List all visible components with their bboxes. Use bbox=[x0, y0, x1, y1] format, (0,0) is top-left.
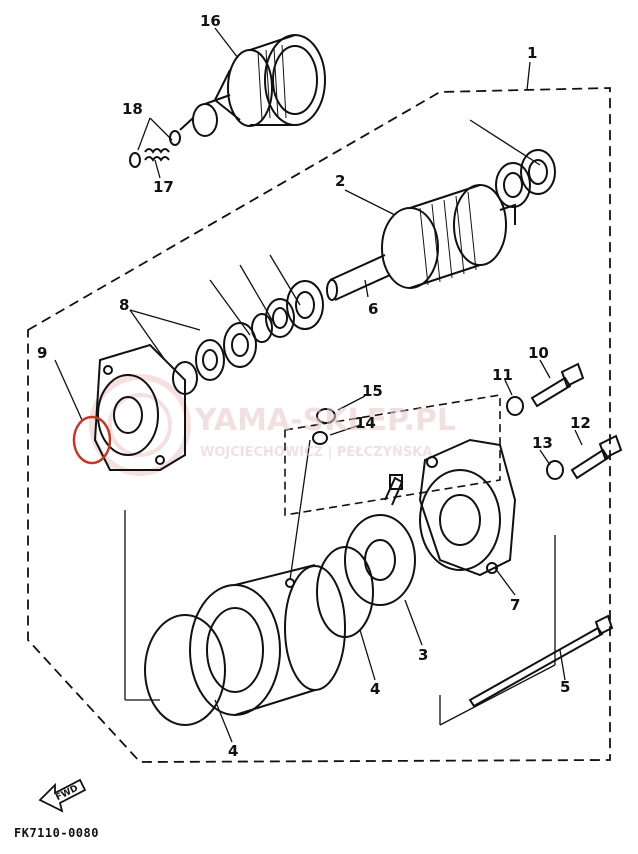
watermark-subtitle: WOJCIECHOWICZ | PEŁCZYŃSKA bbox=[200, 444, 432, 460]
part-number-14: 14 bbox=[355, 414, 376, 432]
fwd-arrow-icon bbox=[38, 778, 87, 813]
watermark-logo bbox=[89, 374, 191, 476]
part-number-16: 16 bbox=[200, 12, 221, 30]
part-number-4b: 4 bbox=[228, 742, 238, 760]
part-number-9: 9 bbox=[37, 344, 47, 362]
part-number-12: 12 bbox=[570, 414, 591, 432]
part-number-13: 13 bbox=[532, 434, 553, 452]
through-bolt bbox=[468, 614, 614, 708]
spring-and-washers bbox=[129, 130, 181, 168]
assembly-outline-dashed bbox=[27, 87, 611, 763]
part-number-1: 1 bbox=[527, 44, 537, 62]
o-ring bbox=[72, 415, 112, 465]
bolt-lower bbox=[570, 434, 623, 480]
part-number-10: 10 bbox=[528, 344, 549, 362]
leader-lines bbox=[54, 27, 583, 743]
watermark-title: YAMA-SKLEP.PL bbox=[194, 403, 456, 438]
part-number-2: 2 bbox=[335, 172, 345, 190]
washer-13 bbox=[546, 460, 564, 480]
part-number-5: 5 bbox=[560, 678, 570, 696]
part-number-15: 15 bbox=[362, 382, 383, 400]
part-number-3: 3 bbox=[418, 646, 428, 664]
part-number-7: 7 bbox=[510, 596, 520, 614]
part-number-11: 11 bbox=[492, 366, 513, 384]
front-cover bbox=[93, 343, 186, 471]
gasket-rear bbox=[316, 546, 374, 638]
armature bbox=[326, 184, 516, 301]
rear-cover bbox=[418, 438, 517, 577]
washer-11 bbox=[506, 396, 524, 416]
gasket-front bbox=[144, 614, 226, 726]
yoke bbox=[189, 564, 346, 716]
part-number-4a: 4 bbox=[370, 680, 380, 698]
shim-washers bbox=[172, 280, 324, 395]
washer-14 bbox=[312, 431, 328, 445]
brush-holder bbox=[344, 474, 416, 606]
part-number-6: 6 bbox=[368, 300, 378, 318]
part-number-17: 17 bbox=[153, 178, 174, 196]
pinion-clutch-assembly bbox=[179, 34, 326, 137]
part-number-8: 8 bbox=[119, 296, 129, 314]
armature-washers bbox=[495, 149, 556, 208]
bolt-upper bbox=[530, 362, 585, 408]
figure-code: FK7110-0080 bbox=[14, 826, 99, 840]
part-number-18: 18 bbox=[122, 100, 143, 118]
inner-dashed-box bbox=[284, 394, 501, 516]
washer-15 bbox=[316, 408, 336, 424]
